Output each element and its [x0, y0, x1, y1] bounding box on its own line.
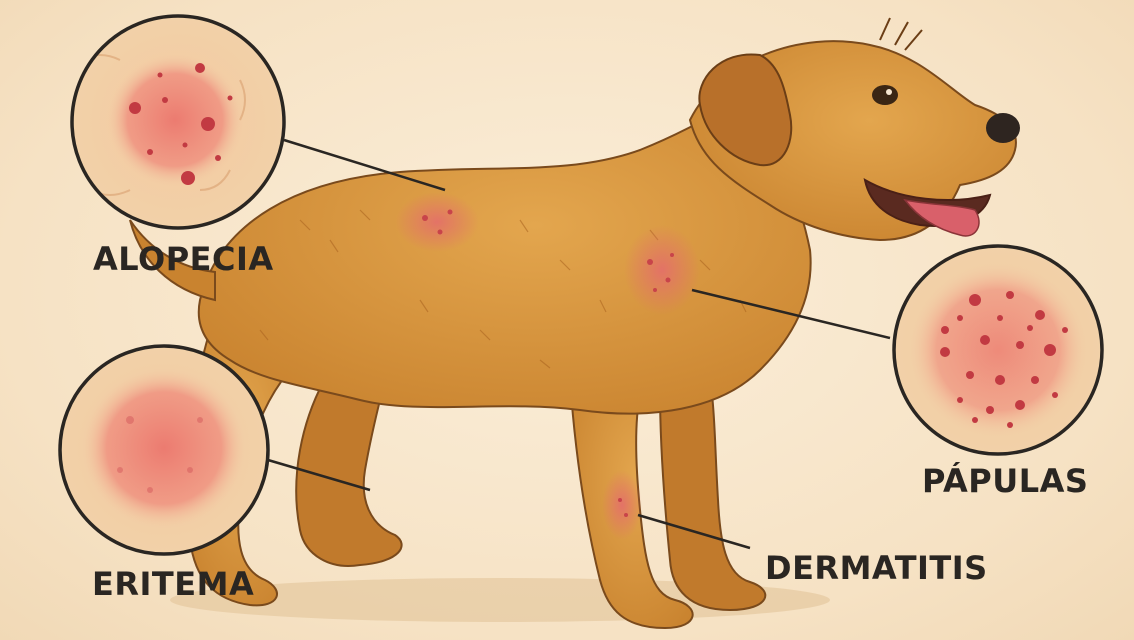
papulas-magnifier	[894, 246, 1102, 454]
papulas-label: PÁPULAS	[922, 465, 1088, 497]
alopecia-magnifier	[72, 16, 284, 228]
eritema-label: ERITEMA	[92, 568, 254, 600]
lesion-shoulder	[624, 225, 700, 315]
dog-eye-highlight	[886, 89, 892, 95]
eritema-magnifier	[60, 346, 268, 554]
lesion-foreleg	[602, 470, 642, 540]
lesion-back	[395, 192, 479, 252]
alopecia-label: ALOPECIA	[93, 243, 274, 275]
dog-eye	[872, 85, 898, 105]
dermatitis-label: DERMATITIS	[765, 552, 988, 584]
dog-front-leg-far	[660, 390, 765, 610]
dog-whiskers	[880, 18, 922, 50]
dog-nose	[986, 113, 1020, 143]
